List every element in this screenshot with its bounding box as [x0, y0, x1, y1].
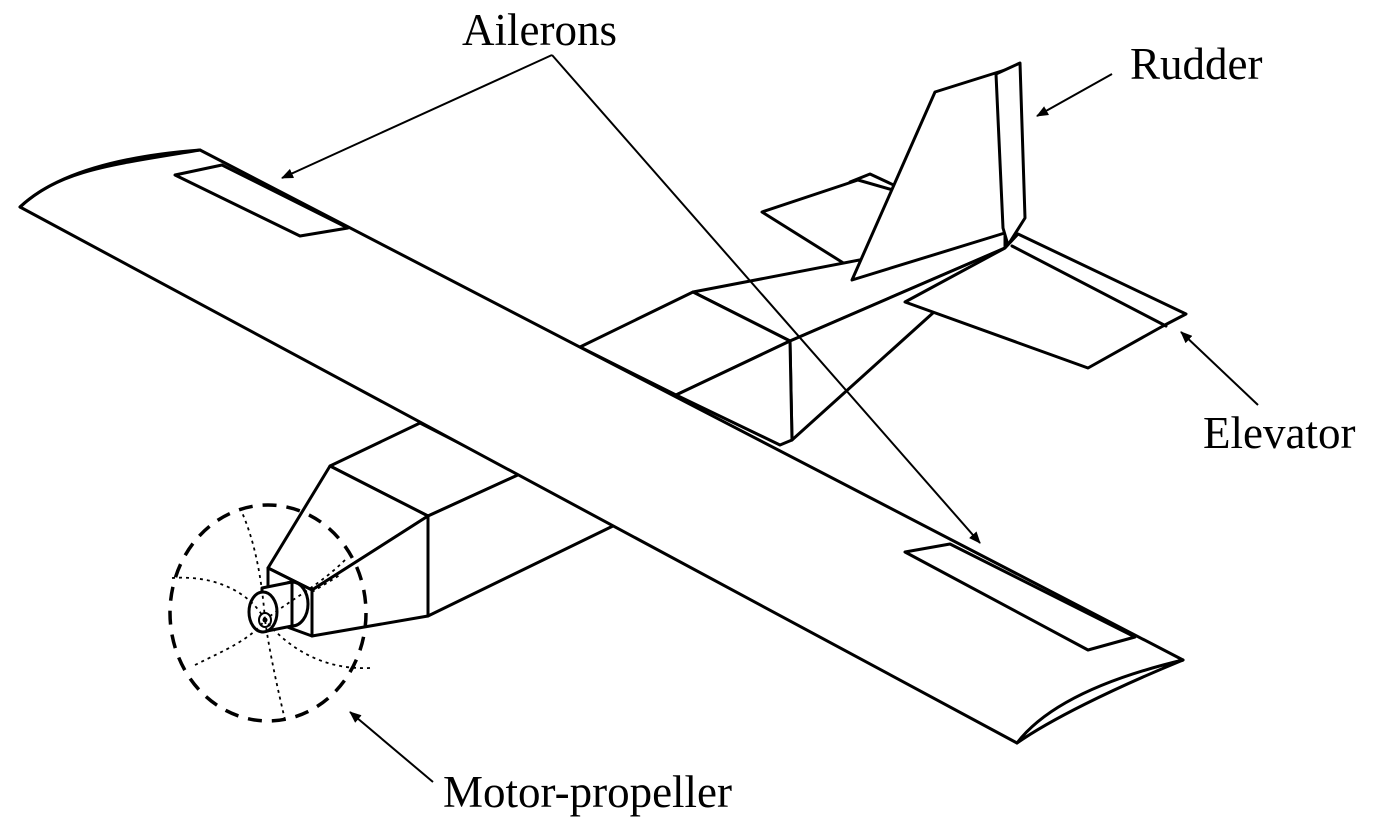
main-wing	[18, 148, 1185, 745]
elevator-hinge-line	[1010, 244, 1168, 328]
horizontal-stabilizer-right	[903, 232, 1188, 370]
elevator-arrow	[1180, 331, 1259, 406]
elevator-label: Elevator	[1203, 408, 1356, 458]
aileron-right	[903, 542, 1137, 652]
ailerons-arrow-right	[551, 54, 981, 544]
motor-propeller-label: Motor-propeller	[443, 767, 733, 817]
aileron-left	[173, 163, 350, 238]
ailerons-label: Ailerons	[462, 5, 617, 55]
rudder-label: Rudder	[1130, 39, 1263, 89]
callout-arrows	[281, 54, 1259, 783]
motor-propeller-arrow	[349, 711, 434, 783]
vertical-fin	[850, 61, 1027, 282]
center-fuselage	[578, 290, 794, 447]
rudder-surface	[994, 61, 1027, 247]
propeller-disc	[168, 503, 371, 723]
ailerons-arrow-left	[281, 54, 553, 179]
motor	[247, 580, 310, 634]
rudder-arrow	[1036, 73, 1113, 117]
